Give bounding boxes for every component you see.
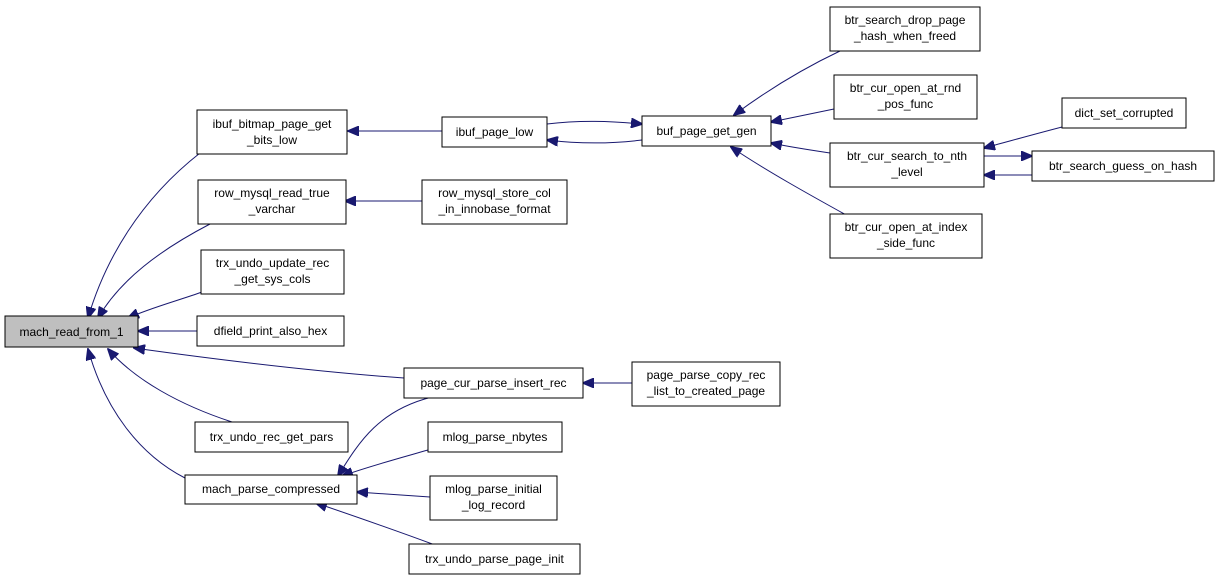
node-label: btr_cur_search_to_nth (847, 149, 967, 163)
node-mach-parse-compressed[interactable]: mach_parse_compressed (184, 474, 358, 505)
node-mach-read-from-1[interactable]: mach_read_from_1 (4, 315, 139, 348)
node-btr-search-drop-page-hash-when-freed[interactable]: btr_search_drop_page _hash_when_freed (829, 6, 981, 52)
node-dict-set-corrupted[interactable]: dict_set_corrupted (1061, 97, 1187, 129)
node-label: _get_sys_cols (233, 272, 310, 286)
node-label: btr_search_drop_page (845, 13, 966, 27)
node-page-parse-copy-rec-list-to-created-page[interactable]: page_parse_copy_rec _list_to_created_pag… (631, 361, 781, 407)
edge-page-cur-parse-to-root (134, 348, 405, 379)
edge-page-cur-parse-to-mach-parse-compressed (338, 396, 433, 476)
node-buf-page-get-gen[interactable]: buf_page_get_gen (641, 115, 772, 147)
node-label: trx_undo_update_rec (216, 256, 329, 270)
node-label: _bits_low (246, 133, 297, 147)
edge-trx-undo-update-to-root (128, 291, 203, 318)
edge-btr-cur-open-rnd-to-buf-page-get-gen (771, 108, 835, 122)
node-label: _log_record (461, 498, 525, 512)
edge-row-mysql-read-to-root (98, 223, 211, 318)
node-mlog-parse-nbytes[interactable]: mlog_parse_nbytes (427, 421, 563, 453)
node-label: mach_read_from_1 (19, 325, 123, 339)
edge-btr-cur-search-to-buf-page-get-gen (771, 143, 831, 154)
edge-mach-parse-compressed-to-root (88, 349, 186, 479)
node-ibuf-page-low[interactable]: ibuf_page_low (441, 116, 548, 148)
node-label: page_parse_copy_rec (647, 368, 766, 382)
node-label: btr_cur_open_at_index (845, 220, 968, 234)
edge-dict-set-corrupted-to-btr-cur-search (984, 126, 1063, 148)
node-label: _varchar (248, 202, 296, 216)
edge-trx-undo-rec-get-pars-to-root (108, 349, 233, 423)
edge-buf-page-get-gen-to-ibuf-page-low (547, 140, 643, 143)
node-label: ibuf_page_low (456, 125, 534, 139)
node-label: btr_cur_open_at_rnd (850, 81, 961, 95)
node-label: row_mysql_store_col (438, 186, 551, 200)
node-label: trx_undo_rec_get_pars (210, 430, 333, 444)
edge-btr-search-drop-to-buf-page-get-gen (734, 50, 841, 115)
edge-ibuf-page-low-to-buf-page-get-gen (546, 121, 642, 124)
edge-mlog-parse-initial-to-mach-parse-compressed (357, 492, 431, 497)
node-row-mysql-read-true-varchar[interactable]: row_mysql_read_true _varchar (197, 179, 347, 225)
edges (88, 50, 1063, 546)
node-trx-undo-parse-page-init[interactable]: trx_undo_parse_page_init (408, 543, 581, 575)
node-label: _in_innobase_format (437, 202, 551, 216)
node-label: _side_func (876, 236, 935, 250)
node-ibuf-bitmap-page-get-bits-low[interactable]: ibuf_bitmap_page_get _bits_low (196, 109, 348, 155)
node-btr-search-guess-on-hash[interactable]: btr_search_guess_on_hash (1031, 150, 1215, 182)
node-label: _level (890, 165, 922, 179)
node-trx-undo-rec-get-pars[interactable]: trx_undo_rec_get_pars (194, 421, 349, 453)
node-label: dict_set_corrupted (1075, 106, 1174, 120)
node-label: dfield_print_also_hex (214, 324, 327, 338)
node-btr-cur-open-at-rnd-pos-func[interactable]: btr_cur_open_at_rnd _pos_func (833, 74, 978, 120)
node-label: _hash_when_freed (853, 29, 956, 43)
node-dfield-print-also-hex[interactable]: dfield_print_also_hex (196, 315, 345, 347)
node-label: mach_parse_compressed (202, 482, 340, 496)
node-label: btr_search_guess_on_hash (1049, 159, 1197, 173)
node-btr-cur-open-at-index-side-func[interactable]: btr_cur_open_at_index _side_func (829, 213, 983, 259)
node-label: buf_page_get_gen (656, 124, 756, 138)
edge-btr-cur-open-index-to-buf-page-get-gen (731, 147, 849, 217)
node-label: mlog_parse_initial (445, 482, 542, 496)
node-mlog-parse-initial-log-record[interactable]: mlog_parse_initial _log_record (429, 475, 558, 521)
node-row-mysql-store-col-in-innobase-format[interactable]: row_mysql_store_col _in_innobase_format (421, 179, 568, 225)
edge-ibuf-bitmap-to-root (88, 152, 201, 318)
edge-mlog-parse-nbytes-to-mach-parse-compressed (342, 449, 429, 476)
node-btr-cur-search-to-nth-level[interactable]: btr_cur_search_to_nth _level (829, 142, 985, 188)
edge-trx-undo-parse-page-init-to-mach-parse-compressed (316, 503, 436, 546)
node-label: ibuf_bitmap_page_get (213, 117, 332, 131)
node-label: page_cur_parse_insert_rec (420, 376, 566, 390)
node-label: mlog_parse_nbytes (443, 430, 548, 444)
node-label: _pos_func (877, 97, 933, 111)
node-trx-undo-update-rec-get-sys-cols[interactable]: trx_undo_update_rec _get_sys_cols (200, 249, 345, 295)
node-label: trx_undo_parse_page_init (425, 552, 564, 566)
nodes: mach_read_from_1 ibuf_bitmap_page_get _b… (4, 6, 1215, 575)
node-page-cur-parse-insert-rec[interactable]: page_cur_parse_insert_rec (403, 367, 584, 399)
node-label: _list_to_created_page (646, 384, 765, 398)
node-label: row_mysql_read_true (214, 186, 330, 200)
